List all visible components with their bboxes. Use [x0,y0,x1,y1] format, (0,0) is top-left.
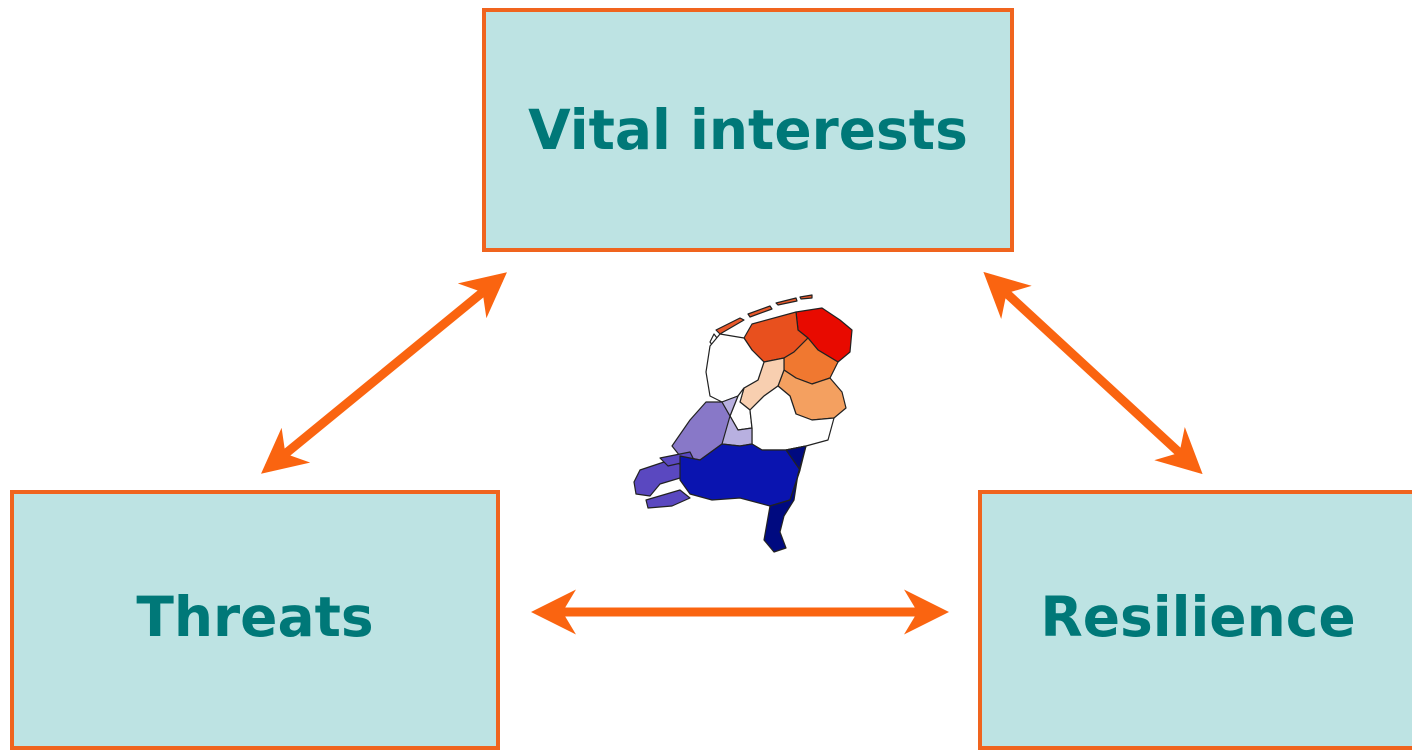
province-noord-holland [705,333,765,403]
threats-label: Threats [136,585,374,649]
resilience-box: Resilience [978,490,1412,750]
threats-box: Threats [10,490,500,750]
resilience-label: Resilience [1040,585,1356,649]
vital-interests-box: Vital interests [482,8,1014,252]
province-limburg [763,445,807,553]
wadden-island [715,317,745,335]
arrow-vital-threats [261,272,507,474]
province-utrecht-south [721,395,753,447]
vital-interests-label: Vital interests [528,97,968,162]
netherlands-map-icon [633,294,853,553]
arrow-vital-resilience [983,271,1203,475]
